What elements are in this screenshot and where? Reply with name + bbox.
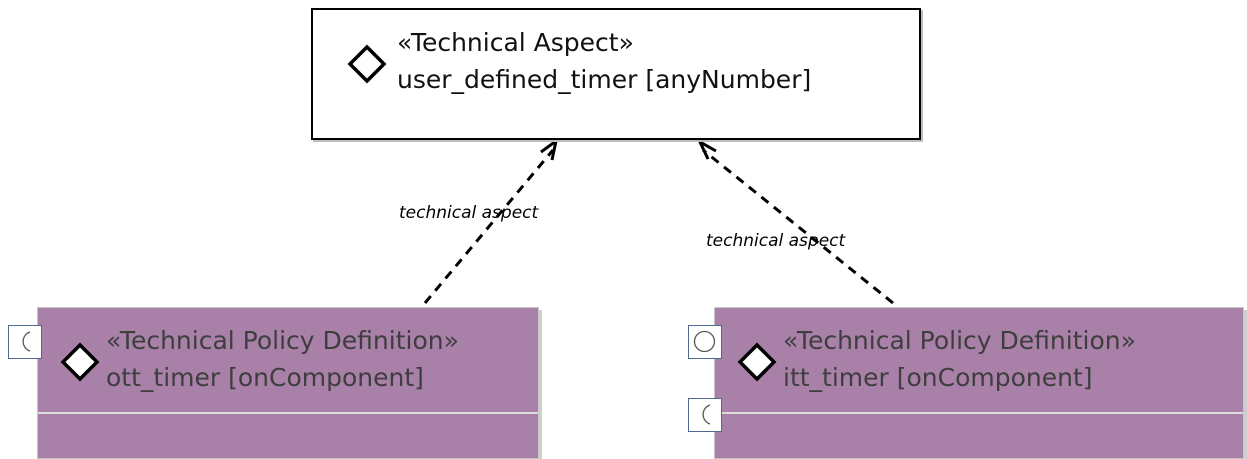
edge-label-right: technical aspect: [706, 231, 846, 251]
diamond-icon: [60, 342, 100, 382]
edge-itt-arrowhead: [696, 138, 717, 160]
edge-itt-to-aspect[interactable]: [702, 148, 894, 305]
edge-ott-to-aspect[interactable]: [423, 149, 555, 304]
edge-ott-arrowhead: [540, 137, 559, 161]
required-port-icon[interactable]: [8, 325, 42, 359]
policy-name: itt_timer [onComponent]: [783, 363, 1093, 392]
policy-node-itt-timer[interactable]: «Technical Policy Definition» itt_timer …: [714, 307, 1244, 459]
required-port-icon[interactable]: [688, 398, 722, 432]
aspect-stereotype: «Technical Aspect»: [397, 28, 634, 57]
compartment-divider: [715, 412, 1243, 414]
policy-name: ott_timer [onComponent]: [106, 363, 424, 392]
provided-port-icon[interactable]: [688, 325, 722, 359]
diamond-icon: [737, 342, 777, 382]
diamond-icon: [347, 44, 387, 84]
compartment-divider: [38, 412, 538, 414]
policy-stereotype: «Technical Policy Definition»: [106, 326, 459, 355]
edge-label-left: technical aspect: [399, 203, 539, 223]
policy-stereotype: «Technical Policy Definition»: [783, 326, 1136, 355]
technical-aspect-node[interactable]: «Technical Aspect» user_defined_timer [a…: [311, 8, 921, 140]
aspect-name: user_defined_timer [anyNumber]: [397, 65, 812, 94]
policy-node-ott-timer[interactable]: «Technical Policy Definition» ott_timer …: [37, 307, 539, 459]
